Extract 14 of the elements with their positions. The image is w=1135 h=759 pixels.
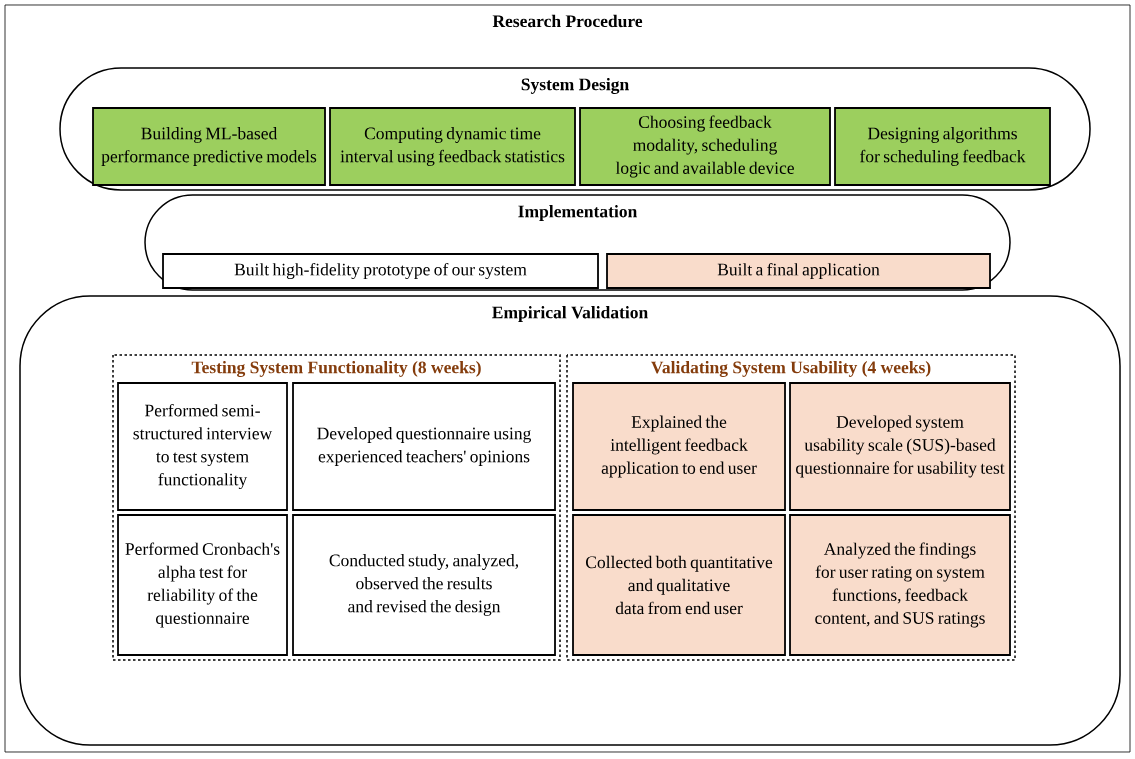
step-box: Conducted study, analyzed, observed the results and revised the design — [292, 514, 556, 656]
step-box: Building ML-based performance predictive models — [92, 107, 326, 186]
step-box: Built a final application — [606, 253, 991, 289]
step-box: Choosing feedback modality, scheduling logic and available device — [579, 107, 831, 186]
step-box: Developed system usability scale (SUS)-based questionnaire for usability test — [789, 382, 1011, 511]
step-box: Collected both quantitative and qualitative data from end user — [572, 514, 786, 656]
step-box: Performed semi-structured interview to test system functionality — [117, 382, 288, 511]
step-box: Analyzed the findings for user rating on system functions, feedback content, and SUS ratings — [789, 514, 1011, 656]
step-box: Computing dynamic time interval using feedback statistics — [329, 107, 576, 186]
step-box: Performed Cronbach's alpha test for reliability of the questionnaire — [117, 514, 288, 656]
step-box: Explained the intelligent feedback application to end user — [572, 382, 786, 511]
step-box: Developed questionnaire using experienced teachers' opinions — [292, 382, 556, 511]
step-box: Built high-fidelity prototype of our system — [162, 253, 599, 289]
step-box: Designing algorithms for scheduling feedback — [834, 107, 1051, 186]
